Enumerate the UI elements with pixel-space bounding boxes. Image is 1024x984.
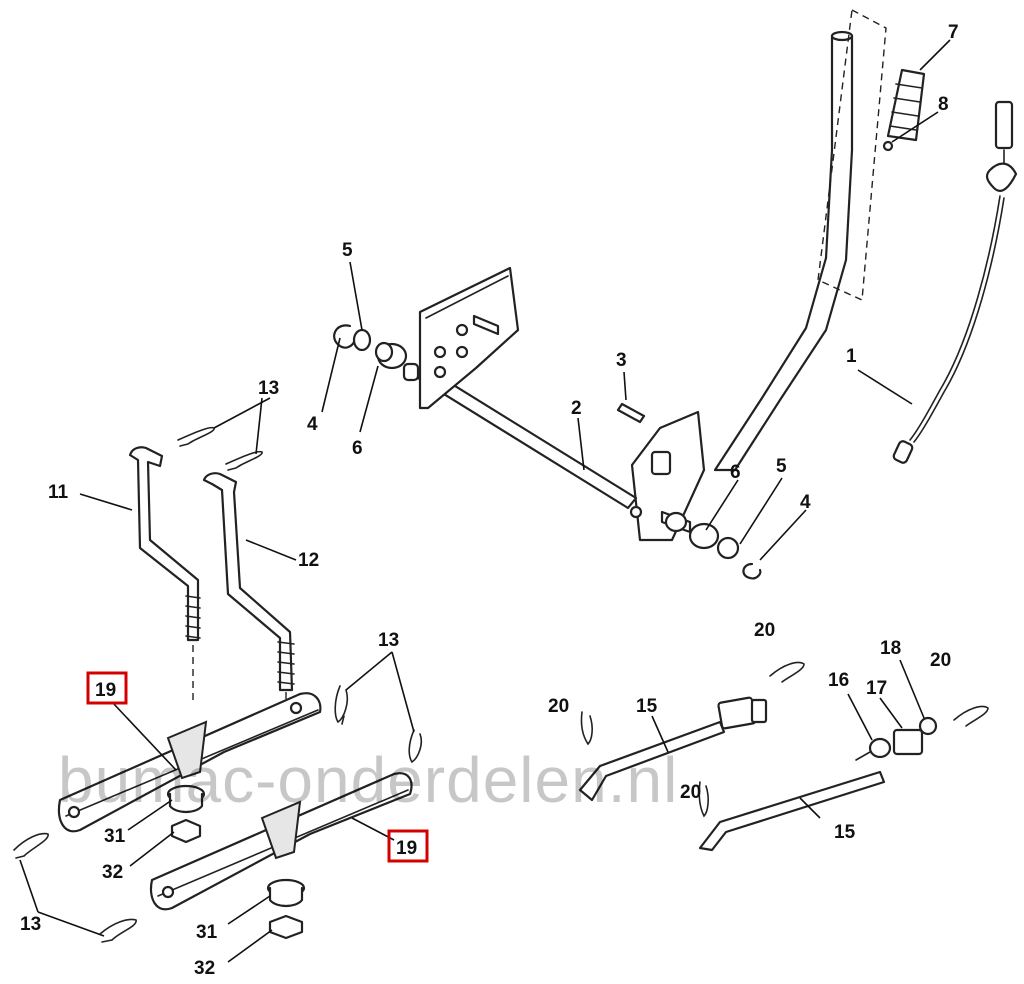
callout-20-top: 20	[754, 620, 775, 641]
callout-8: 8	[938, 94, 949, 115]
callout-15-upper: 15	[636, 696, 658, 717]
callout-19-upper: 19	[95, 680, 116, 701]
callout-6-left: 6	[352, 438, 363, 459]
callout-4-right: 4	[800, 492, 811, 513]
highlight-box-19-lower	[387, 829, 429, 863]
callout-6-right: 6	[730, 462, 741, 483]
lift-link-arm-upper	[57, 692, 322, 844]
leader-lines	[19, 39, 951, 963]
callout-11: 11	[48, 482, 69, 503]
hairpin-clips-middle	[334, 685, 423, 764]
callout-18: 18	[880, 638, 901, 659]
callout-13-bottom: 13	[20, 914, 41, 935]
callout-2: 2	[571, 398, 582, 419]
callout-4-left: 4	[307, 414, 318, 435]
callout-5-left: 5	[342, 240, 353, 261]
callout-1: 1	[846, 346, 857, 367]
callout-12: 12	[298, 550, 319, 571]
callout-5-right: 5	[776, 456, 787, 477]
callout-20-left: 20	[548, 696, 569, 717]
watermark-text: bumac-onderdelen.nl	[58, 744, 678, 816]
lift-link-arm-lower	[149, 772, 413, 940]
cable-assembly	[892, 100, 1018, 464]
callout-31-upper: 31	[104, 826, 126, 847]
highlight-box-19-upper	[86, 671, 128, 705]
lift-link-rod-11	[128, 446, 201, 705]
lift-link-rod-12	[202, 472, 295, 700]
hairpin-clips-bottom	[13, 832, 137, 943]
callout-20-middle: 20	[680, 782, 701, 803]
callout-16: 16	[828, 670, 849, 691]
handle-grip	[882, 68, 926, 152]
callout-20-right: 20	[930, 650, 951, 671]
right-hardware	[664, 511, 762, 580]
left-hardware	[333, 324, 420, 382]
callout-labels: 1 2 3 4 5 6 6 5 4 7 8 13 11 12 13 13 31 …	[20, 22, 959, 979]
callout-19-lower: 19	[396, 838, 417, 859]
callout-32-upper: 32	[102, 862, 123, 883]
callout-17: 17	[866, 678, 887, 699]
callout-7: 7	[948, 22, 959, 43]
lift-lever-handle	[713, 8, 887, 472]
callout-13-middle: 13	[378, 630, 399, 651]
callout-3: 3	[616, 350, 627, 371]
callout-31-lower: 31	[196, 922, 218, 943]
callout-13-top: 13	[258, 378, 279, 399]
deck-linkage-assembly	[578, 661, 989, 852]
hairpin-clips-top	[177, 426, 263, 471]
roll-pin	[616, 402, 646, 424]
shaft-mounting-plate	[418, 266, 520, 410]
callout-32-lower: 32	[194, 958, 215, 979]
callout-15-lower: 15	[834, 822, 856, 843]
